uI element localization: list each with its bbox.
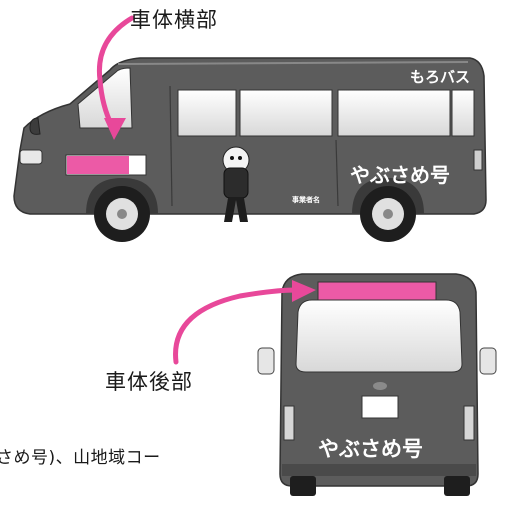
rear-display-area: [317, 281, 437, 301]
side-window-1: [177, 89, 237, 137]
side-window-2: [239, 89, 333, 137]
rear-window: [295, 299, 463, 373]
side-label: 車体横部: [130, 8, 218, 32]
side-mirror: [29, 117, 41, 135]
arrow-rear: [173, 287, 299, 365]
side-window-3: [337, 89, 451, 137]
bus-rear-view: やぶさめ号: [257, 273, 497, 496]
arrow-side-head: [104, 118, 126, 140]
rear-license-plate: [361, 395, 399, 419]
arrow-rear-head: [292, 280, 316, 302]
mascot-illustration: [222, 146, 250, 222]
side-headlight: [19, 149, 43, 165]
caption-text: さめ号)、山地域コー: [0, 448, 161, 468]
side-route-name: もろバス: [410, 68, 470, 86]
side-window-4: [451, 89, 475, 137]
arrow-side: [96, 15, 135, 129]
rear-nickname: やぶさめ号: [318, 437, 423, 461]
side-operator-text: 事業者名: [292, 195, 320, 204]
side-rear-wheel: [360, 186, 416, 242]
rear-label: 車体後部: [105, 370, 193, 394]
bus-side-view: もろバス やぶさめ号 事業者名: [13, 57, 487, 242]
side-front-wheel: [94, 186, 150, 242]
side-nickname: やぶさめ号: [350, 163, 450, 187]
